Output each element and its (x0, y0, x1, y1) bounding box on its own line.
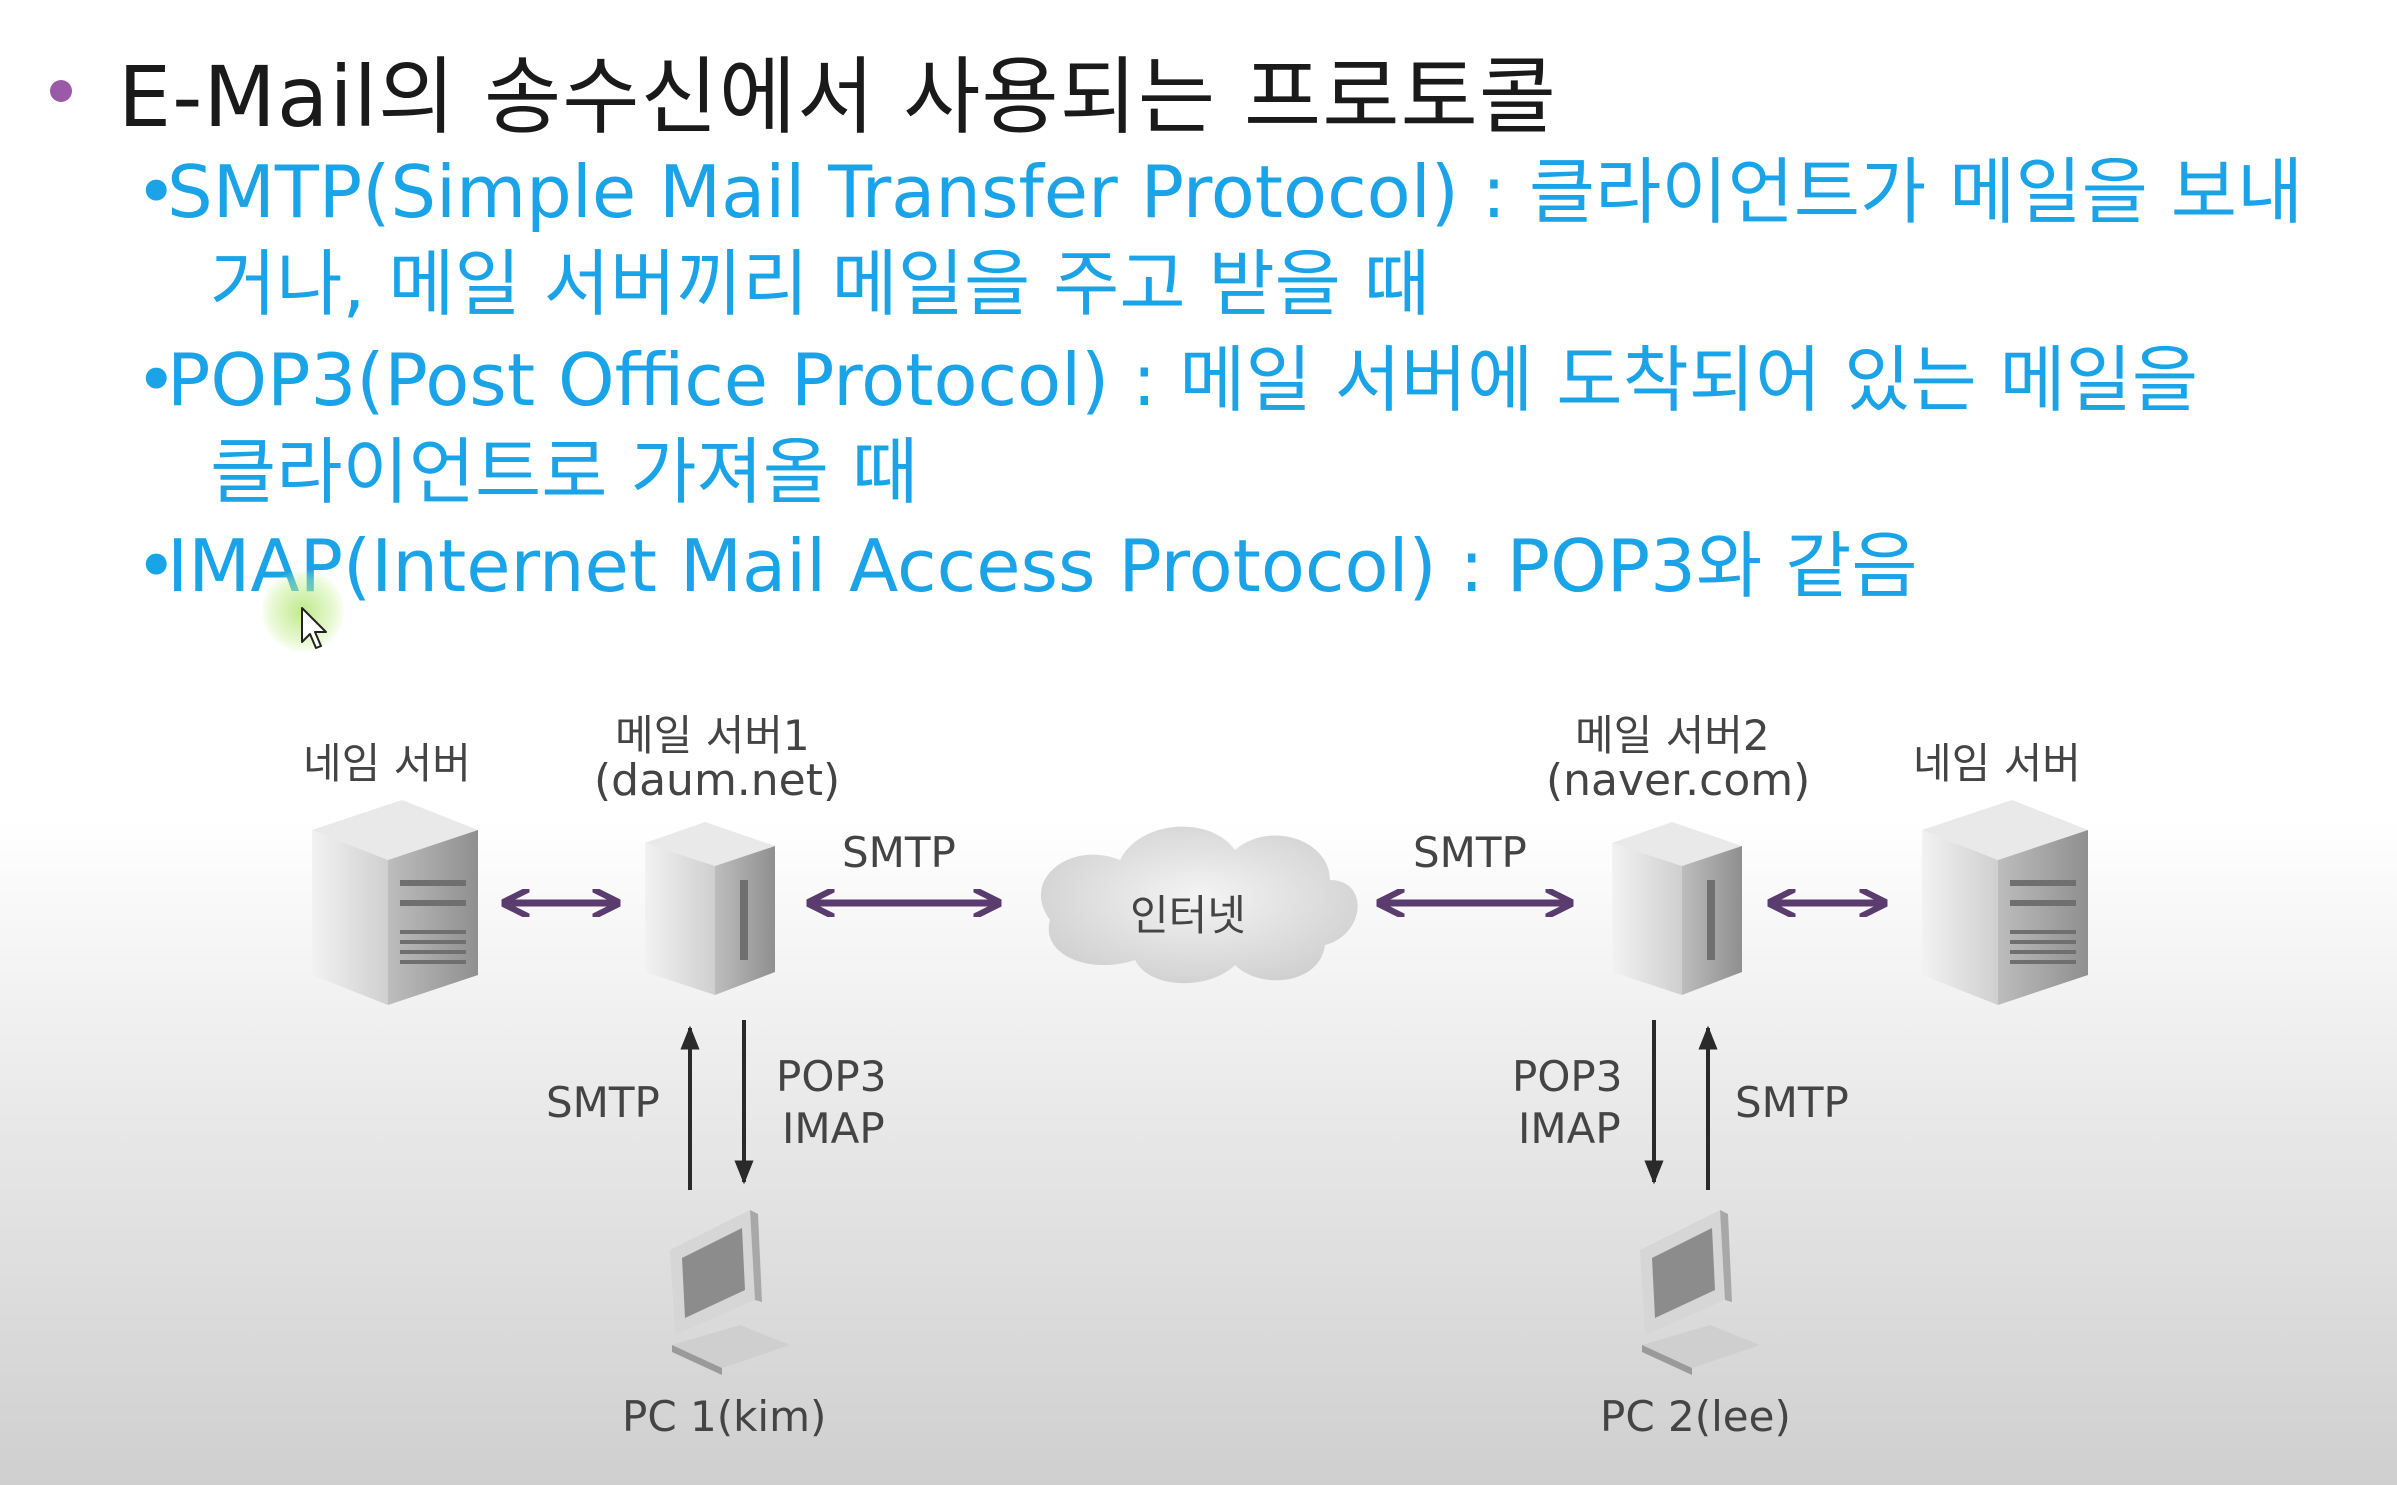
slide-title: E-Mail의 송수신에서 사용되는 프로토콜 (118, 48, 1558, 146)
server-icon (312, 800, 478, 1005)
cursor-icon (301, 607, 327, 649)
label-internet: 인터넷 (1130, 891, 1246, 940)
computer-icon (1640, 1210, 1760, 1375)
slide-title-row: E-Mail의 송수신에서 사용되는 프로토콜 (50, 30, 1557, 151)
server-icon (645, 822, 775, 995)
item-imap-line1: IMAP(Internet Mail Access Protocol) : PO… (167, 524, 1918, 608)
item-pop3-line1: POP3(Post Office Protocol) : 메일 서버에 도착되어… (167, 338, 2199, 422)
label-right-down-1: POP3 (1512, 1052, 1623, 1101)
label-left-up: SMTP (546, 1078, 660, 1127)
label-mail-server1: 메일 서버1 (615, 711, 810, 760)
item-pop3-line2: 클라이언트로 가져올 때 (210, 430, 919, 514)
label-mail-server2: 메일 서버2 (1575, 711, 1770, 760)
title-bullet-icon (50, 79, 72, 102)
cloud-icon (1040, 826, 1358, 984)
item-pop3: •POP3(Post Office Protocol) : 메일 서버에 도착되… (135, 334, 2198, 518)
server-icon (1612, 822, 1742, 995)
computer-icon (670, 1210, 790, 1375)
item-smtp: •SMTP(Simple Mail Transfer Protocol) : 클… (135, 146, 2303, 330)
label-left-down-1: POP3 (776, 1052, 887, 1101)
label-smtp-right: SMTP (1413, 828, 1527, 877)
label-name-server-left: 네임 서버 (303, 739, 471, 788)
label-left-down-2: IMAP (782, 1104, 885, 1153)
label-pc2: PC 2(lee) (1600, 1392, 1791, 1441)
server-icon (1922, 800, 2088, 1005)
item-smtp-line2: 거나, 메일 서버끼리 메일을 주고 받을 때 (210, 242, 1431, 326)
label-name-server-right: 네임 서버 (1913, 739, 2081, 788)
label-mail-server2-domain: (naver.com) (1546, 755, 1811, 806)
item-smtp-line1: SMTP(Simple Mail Transfer Protocol) : 클라… (167, 150, 2304, 234)
label-mail-server1-domain: (daum.net) (594, 755, 841, 806)
label-right-up: SMTP (1735, 1078, 1849, 1127)
label-pc1: PC 1(kim) (622, 1392, 827, 1441)
label-right-down-2: IMAP (1518, 1104, 1621, 1153)
item-imap: •IMAP(Internet Mail Access Protocol) : P… (135, 520, 1918, 612)
label-smtp-left: SMTP (842, 828, 956, 877)
